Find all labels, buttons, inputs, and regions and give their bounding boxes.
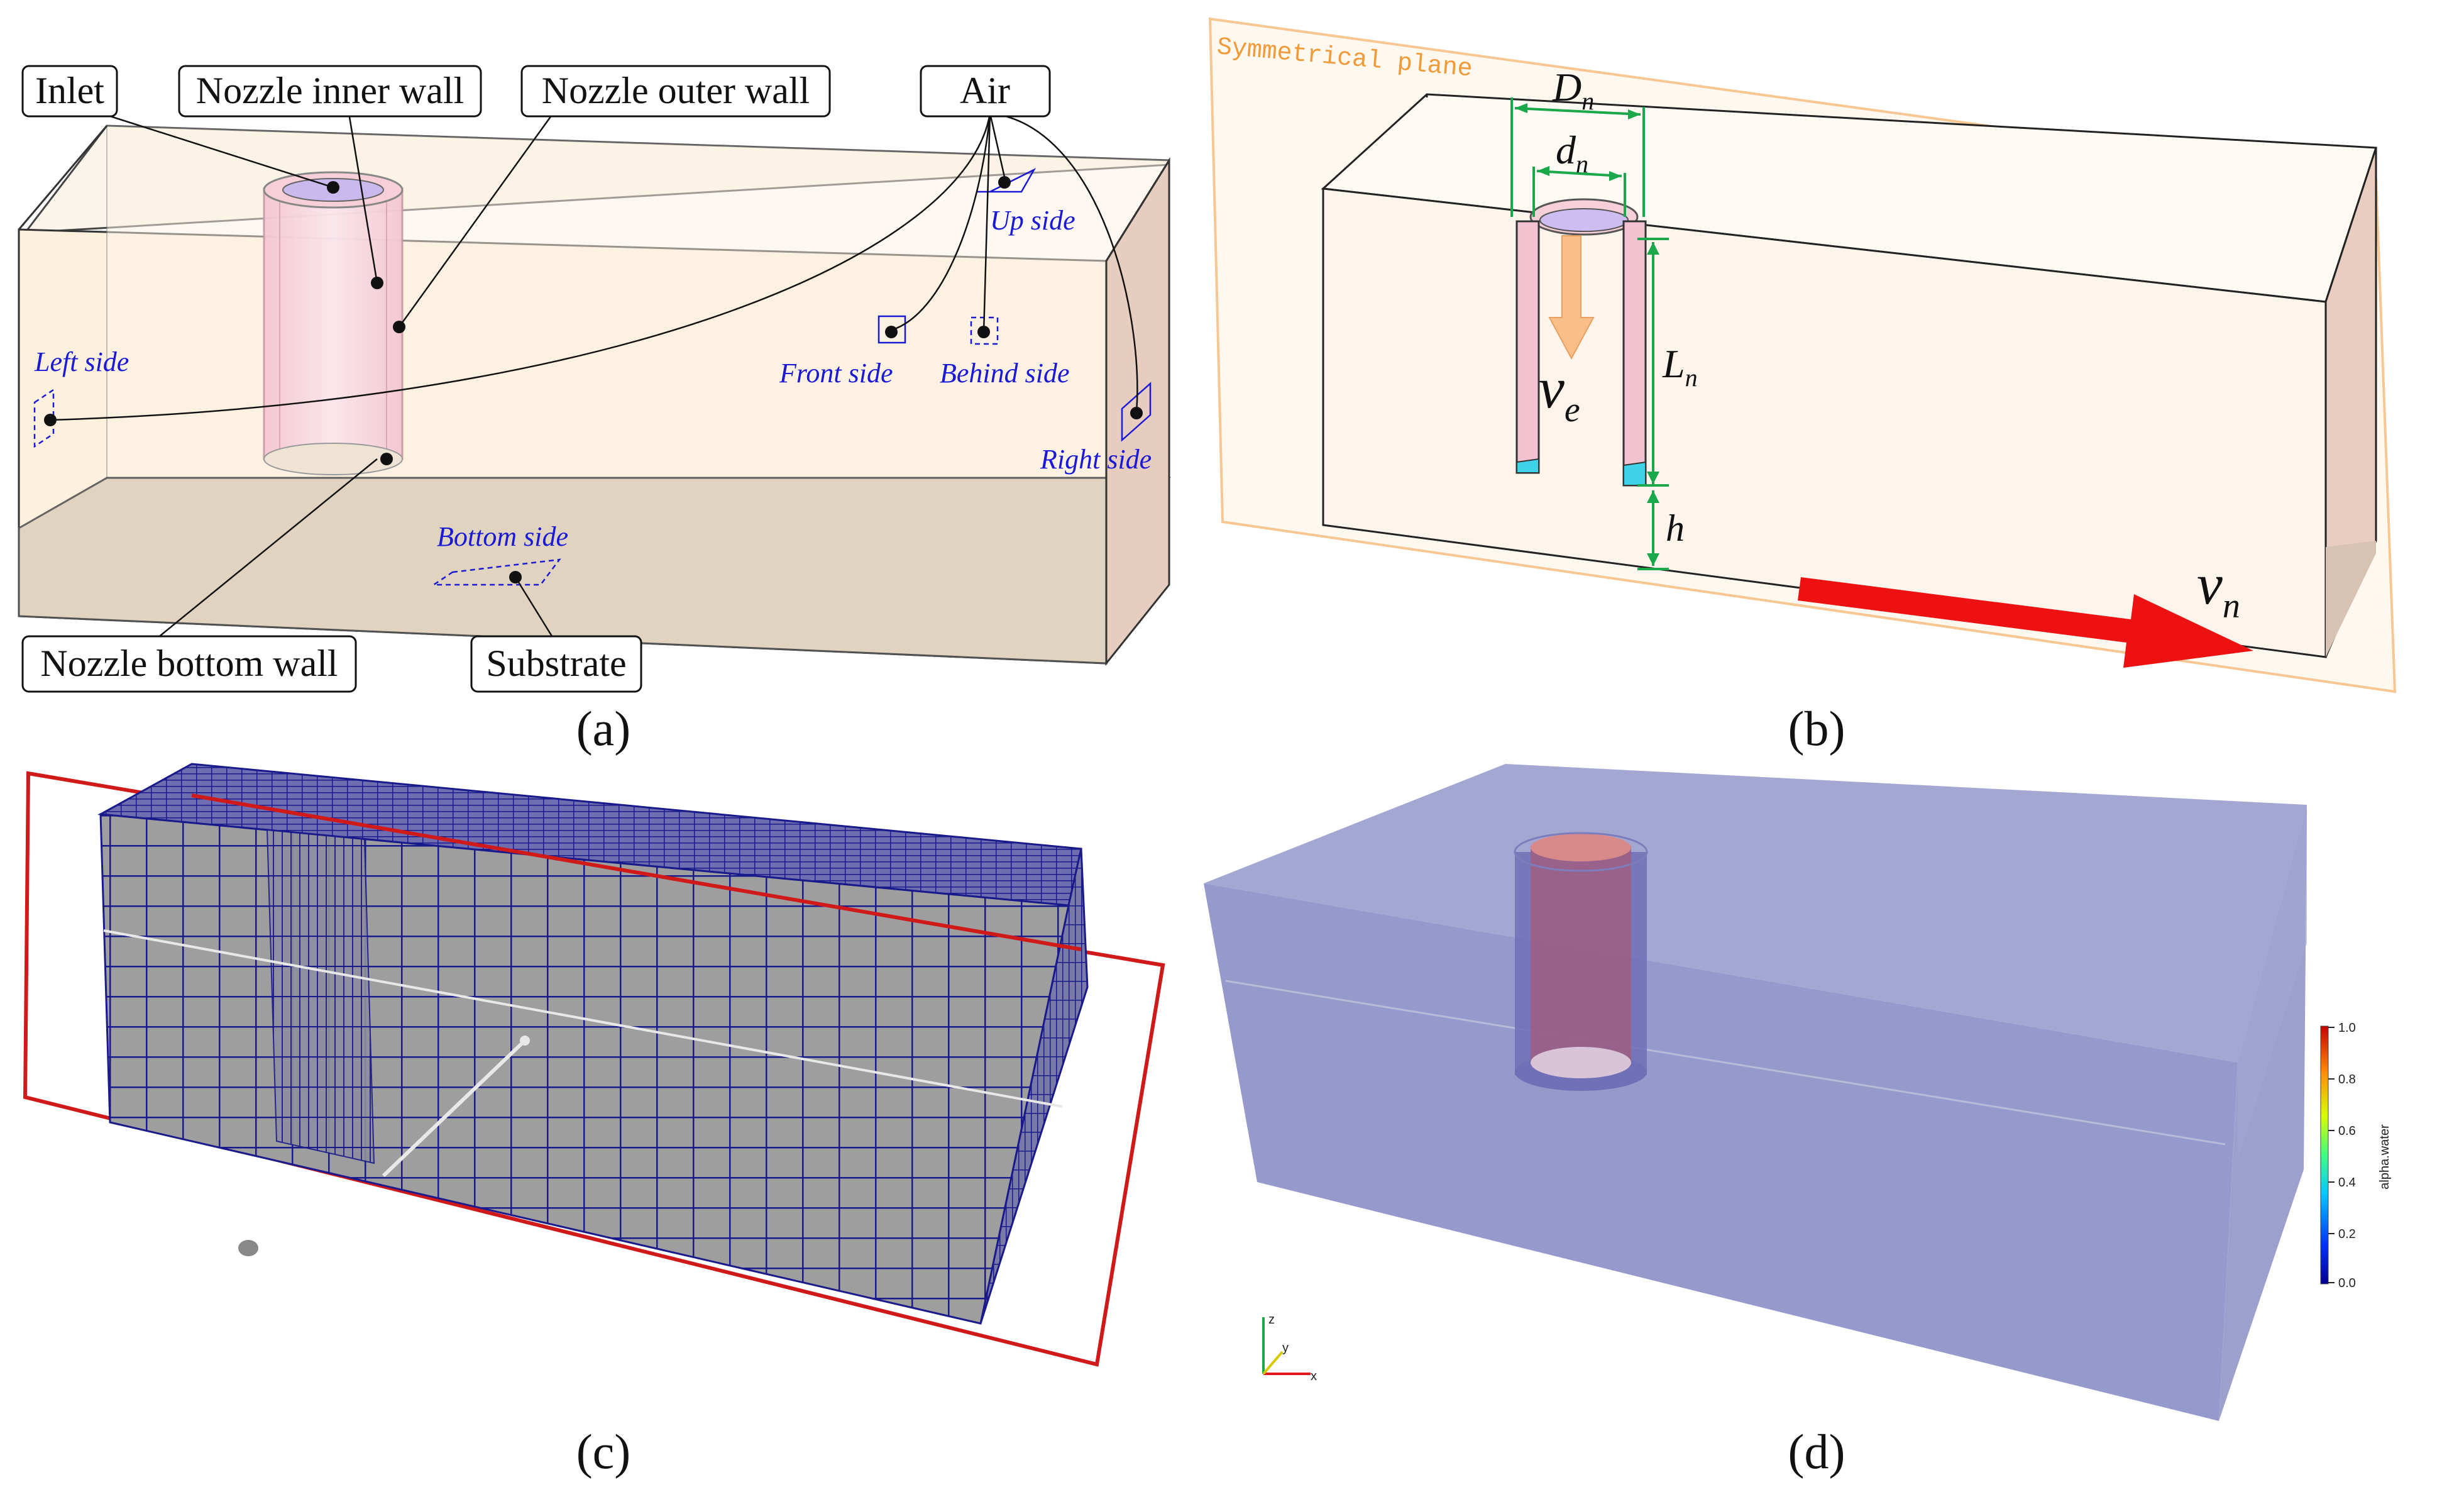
colorbar-tick-label: 0.0: [2338, 1276, 2356, 1290]
nozzle-d-inner-red: [1531, 846, 1631, 1066]
bottom-side-label: Bottom side: [437, 521, 568, 552]
side-markers: [33, 168, 1152, 586]
inlet-label: Inlet: [21, 65, 118, 118]
nozzle-b-inlet: [1539, 208, 1629, 232]
left-side-label: Left side: [34, 346, 129, 377]
front-side-marker: [877, 315, 906, 344]
svg-text:Nozzle bottom wall: Nozzle bottom wall: [40, 643, 338, 684]
front-side-label: Front side: [779, 358, 893, 389]
nozzle-outer-wall-label: Nozzle outer wall: [520, 65, 831, 118]
fluid-top-face: [1204, 764, 2307, 1063]
Ln-symbol: Ln: [1662, 341, 1698, 392]
panel-c: (c): [23, 763, 1165, 1479]
substrate-label: Substrate: [470, 635, 642, 693]
nozzle-3d: [263, 171, 404, 475]
white-origin-dot: [520, 1036, 530, 1046]
svg-text:Nozzle outer wall: Nozzle outer wall: [542, 70, 810, 111]
nozzle-inner-wall-label: Nozzle inner wall: [178, 65, 482, 118]
colorbar: 1.0 0.8 0.6 0.4 0.2 0.0 alpha.water: [2320, 1021, 2392, 1290]
panel-b-caption: (b): [1788, 701, 1845, 756]
white-normal-line: [382, 1039, 527, 1178]
axis-z-label: z: [1268, 1313, 1275, 1327]
fluid-front-face: [1204, 883, 2238, 1421]
box-edge: [18, 125, 108, 230]
panel-b: Symmetrical plane ve: [1208, 17, 2397, 756]
right-side-marker: [1121, 382, 1152, 442]
air-label: Air: [920, 65, 1051, 118]
nozzle-b-left-tip: [1516, 458, 1539, 473]
leader-dots: [44, 176, 1143, 583]
colorbar-title: alpha.water: [2378, 1124, 2392, 1190]
right-side-label: Right side: [1040, 444, 1152, 475]
panel-c-caption: (c): [576, 1424, 631, 1479]
colorbar-tick-label: 1.0: [2338, 1021, 2356, 1035]
panel-d-caption: (d): [1788, 1424, 1845, 1479]
colorbar-tick-label: 0.8: [2338, 1073, 2356, 1086]
h-symbol: h: [1666, 507, 1685, 549]
svg-text:Inlet: Inlet: [35, 70, 104, 111]
colorbar-gradient: [2320, 1025, 2329, 1285]
axis-x-label: x: [1311, 1369, 1317, 1383]
colorbar-tick-label: 0.4: [2338, 1176, 2356, 1190]
clip-plane-top-edge: [191, 793, 1082, 951]
panel-a-caption: (a): [576, 701, 631, 756]
dn-symbol: dn: [1556, 128, 1588, 178]
ve-arrow: [1548, 235, 1595, 360]
up-side-label: Up side: [990, 205, 1075, 236]
box-b-bottom-shade: [2326, 541, 2376, 657]
svg-text:Nozzle inner wall: Nozzle inner wall: [196, 70, 464, 111]
nozzle-section: [1515, 198, 1647, 487]
nozzle-d: [1514, 832, 1648, 1091]
vn-symbol: vn: [2197, 552, 2240, 626]
up-side-marker: [977, 168, 1037, 193]
Dn-symbol: Dn: [1552, 65, 1594, 115]
vn-arrow: [1798, 577, 2253, 668]
nozzle-bottom-wall-label: Nozzle bottom wall: [21, 635, 357, 693]
nozzle-d-top: [1531, 834, 1631, 861]
colorbar-ticks: [2328, 1027, 2335, 1283]
axis-triad: z y x: [1262, 1313, 1317, 1383]
panel-a: Inlet Nozzle inner wall Nozzle outer wal…: [18, 65, 1171, 756]
panel-d: 1.0 0.8 0.6 0.4 0.2 0.0 alpha.water z y …: [1204, 764, 2392, 1479]
behind-side-label: Behind side: [940, 358, 1070, 389]
colorbar-tick-label: 0.6: [2338, 1124, 2356, 1138]
gray-blob: [238, 1240, 258, 1256]
fluid-inner-edge: [1225, 980, 2226, 1146]
nozzle-body: [263, 187, 404, 460]
axis-y-label: y: [1282, 1341, 1289, 1355]
nozzle-d-inner-bottom: [1531, 1047, 1631, 1078]
leader-lines: [50, 112, 1138, 639]
ve-symbol: ve: [1539, 356, 1580, 429]
white-axis-line: [103, 929, 1063, 1108]
nozzle-d-top-rim: [1514, 832, 1648, 872]
dimension-arrowheads: [1515, 103, 1659, 566]
nozzle-b-left-wall: [1515, 220, 1540, 474]
svg-text:Substrate: Substrate: [486, 643, 626, 684]
bottom-side-marker: [431, 558, 561, 586]
colorbar-tick-label: 0.2: [2338, 1227, 2356, 1241]
nozzle-b-right-tip: [1623, 461, 1646, 486]
nozzle-b-right-wall: [1622, 220, 1647, 487]
mesh-nozzle-fine-region: [266, 829, 375, 1164]
fluid-back-band: [2238, 805, 2307, 1160]
box-edge: [1105, 160, 1170, 262]
svg-text:Air: Air: [960, 70, 1010, 111]
